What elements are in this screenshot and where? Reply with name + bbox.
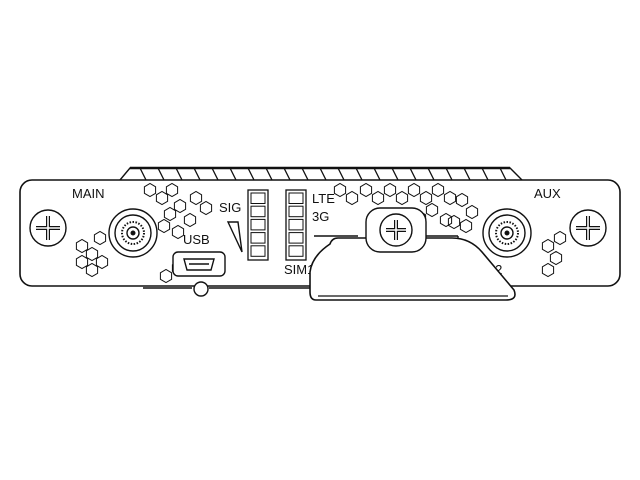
heatsink-fin — [229, 167, 237, 181]
hexagon-vent-pattern — [75, 182, 567, 284]
lte-label: LTE — [312, 191, 335, 206]
signal-bar-led — [250, 192, 266, 204]
network-leds — [285, 189, 307, 261]
vent-hexagon — [143, 182, 157, 198]
vent-hexagon — [159, 268, 173, 284]
heatsink-fin — [499, 167, 507, 181]
vent-hexagon — [549, 250, 563, 266]
vent-hexagon — [431, 182, 445, 198]
heatsink-fin — [319, 167, 327, 181]
heatsink-fin — [355, 167, 363, 181]
vent-hexagon — [447, 214, 461, 230]
network-bar-led — [288, 245, 304, 257]
vent-hexagon — [553, 230, 567, 246]
heatsink-fin — [373, 167, 381, 181]
heatsink-fin — [175, 167, 183, 181]
center-screw-icon[interactable] — [365, 207, 427, 253]
vent-hexagon — [359, 182, 373, 198]
heatsink-fin — [463, 167, 471, 181]
vent-hexagon — [189, 190, 203, 206]
3g-label: 3G — [312, 209, 329, 224]
heatsink-fin — [139, 167, 147, 181]
heatsink-fin — [157, 167, 165, 181]
sim1-label: SIM1 — [284, 262, 314, 277]
right-screw-icon — [569, 209, 607, 247]
heatsink-fin — [283, 167, 291, 181]
left-screw-icon — [29, 209, 67, 247]
vent-hexagon — [465, 204, 479, 220]
network-bar-led — [288, 218, 304, 231]
vent-hexagon — [155, 190, 169, 206]
main-antenna-connector-icon[interactable] — [108, 208, 158, 258]
vent-hexagon — [75, 254, 89, 270]
vent-hexagon — [183, 212, 197, 228]
signal-bar-led — [250, 205, 266, 218]
heatsink-fin — [481, 167, 489, 181]
usb-label: USB — [183, 232, 210, 247]
vent-hexagon — [85, 246, 99, 262]
heatsink-fin — [427, 167, 435, 181]
vent-hexagon — [541, 238, 555, 254]
network-bar-led — [288, 232, 304, 244]
vent-hexagon — [419, 190, 433, 206]
heatsink-fin — [211, 167, 219, 181]
status-led-indicator-icon — [143, 281, 312, 297]
vent-hexagon — [95, 254, 109, 270]
heatsink-fin — [337, 167, 345, 181]
signal-bar-led — [250, 218, 266, 231]
vent-hexagon — [425, 202, 439, 218]
vent-hexagon — [407, 182, 421, 198]
aux-antenna-connector-icon[interactable] — [482, 208, 532, 258]
usb-port-icon[interactable] — [172, 251, 226, 277]
vent-hexagon — [383, 182, 397, 198]
heatsink-fin — [445, 167, 453, 181]
vent-hexagon — [163, 206, 177, 222]
heatsink-fin — [391, 167, 399, 181]
network-bar-led — [288, 205, 304, 218]
heatsink-fins — [139, 167, 507, 181]
main-label: MAIN — [72, 186, 105, 201]
vent-hexagon — [541, 262, 555, 278]
signal-strength-leds — [247, 189, 269, 261]
vent-hexagon — [93, 230, 107, 246]
network-bar-led — [288, 192, 304, 204]
vent-hexagon — [395, 190, 409, 206]
heatsink-fin — [409, 167, 417, 181]
heatsink-fin — [193, 167, 201, 181]
heatsink-fin — [301, 167, 309, 181]
sig-label: SIG — [219, 200, 241, 215]
vent-hexagon — [85, 262, 99, 278]
vent-hexagon — [171, 224, 185, 240]
signal-wedge-icon — [226, 221, 243, 253]
vent-hexagon — [345, 190, 359, 206]
aux-label: AUX — [534, 186, 561, 201]
vent-hexagon — [199, 200, 213, 216]
heatsink-fin — [247, 167, 255, 181]
heatsink-fin — [265, 167, 273, 181]
vent-hexagon — [165, 182, 179, 198]
heatsink-strip — [119, 166, 523, 181]
vent-hexagon — [455, 192, 469, 208]
vent-hexagon — [371, 190, 385, 206]
sim-slot-cover[interactable] — [309, 237, 516, 301]
vent-hexagon — [333, 182, 347, 198]
vent-hexagon — [173, 198, 187, 214]
vent-hexagon — [157, 218, 171, 234]
signal-bar-led — [250, 232, 266, 244]
vent-hexagon — [443, 190, 457, 206]
signal-bar-led — [250, 245, 266, 257]
vent-hexagon — [75, 238, 89, 254]
vent-hexagon — [459, 218, 473, 234]
